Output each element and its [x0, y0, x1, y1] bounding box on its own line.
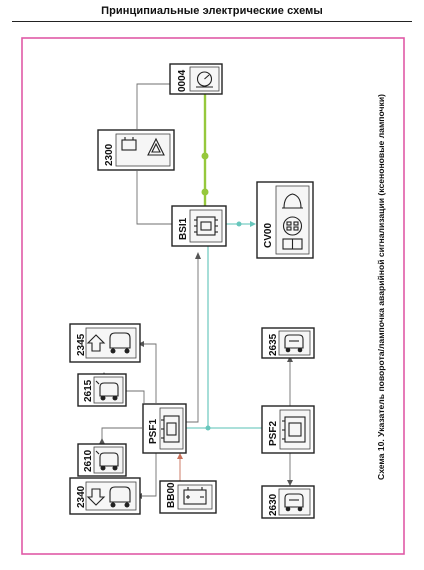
hazard-switch-icon [121, 137, 165, 156]
fuse-box-icon [161, 415, 180, 443]
header-rule [12, 21, 412, 22]
arrow-bsi1-cv00 [250, 221, 256, 227]
label-BB00: BB00 [166, 482, 177, 508]
wire-psf1-2610 [101, 427, 142, 444]
component-CV00: CV00 [256, 181, 314, 259]
component-2635: 2635 [261, 327, 315, 359]
arrow-psf1-bsi1 [195, 252, 201, 259]
arrow-2630 [287, 480, 293, 486]
component-0004: 0004 [169, 63, 223, 95]
wire-psf1-2340 [142, 453, 157, 497]
label-PSF2: PSF2 [268, 421, 279, 446]
component-2340: 2340 [69, 477, 141, 515]
component-2345: 2345 [69, 323, 141, 363]
label-2300: 2300 [104, 143, 115, 166]
component-PSF1: PSF1 [142, 403, 187, 454]
component-2300: 2300 [97, 129, 175, 171]
wire-0004-2300 [136, 83, 180, 129]
side-repeater-icon [95, 450, 119, 471]
label-2630: 2630 [268, 493, 279, 516]
rear-right-lamp-icon [284, 334, 304, 353]
label-2635: 2635 [268, 333, 279, 356]
label-BSI1: BSI1 [178, 217, 189, 240]
component-PSF2: PSF2 [261, 405, 315, 454]
bus-junction-1 [201, 152, 209, 160]
component-2610: 2610 [77, 443, 127, 477]
fuse-box-icon [282, 416, 306, 443]
label-PSF1: PSF1 [148, 419, 159, 444]
instrument-cluster-icon [196, 71, 213, 88]
label-2340: 2340 [76, 485, 87, 508]
wire-2300-bsi1 [136, 171, 186, 225]
component-BSI1: BSI1 [171, 205, 227, 247]
side-repeater-icon [95, 380, 119, 401]
rear-left-lamp-icon [284, 493, 304, 512]
arrow-bb00-psf1 [177, 453, 183, 459]
arrow-2635 [287, 356, 293, 362]
control-unit-icon [194, 216, 218, 236]
wire-psf1-bsi1 [186, 258, 199, 423]
cyan-junction-1 [236, 221, 242, 227]
diagram-frame [21, 37, 405, 555]
label-0004: 0004 [177, 69, 188, 92]
front-left-indicator-icon [86, 486, 131, 508]
label-2610: 2610 [83, 449, 94, 472]
arrow-2610 [99, 438, 105, 444]
label-2615: 2615 [83, 379, 94, 402]
wiring-diagram: Схема 10. Указатель поворота/лампочка ав… [21, 37, 405, 555]
cyan-junction-2 [205, 425, 211, 431]
label-2345: 2345 [76, 333, 87, 356]
diagram-caption: Схема 10. Указатель поворота/лампочка ав… [376, 94, 386, 480]
battery-icon [183, 487, 207, 505]
arrow-2345 [138, 341, 144, 347]
page-title: Принципиальные электрические схемы [101, 5, 323, 17]
wire-psf1-2345 [144, 343, 157, 403]
component-BB00: BB00 [159, 480, 217, 514]
front-right-indicator-icon [86, 332, 131, 354]
page-header: Принципиальные электрические схемы [0, 0, 424, 26]
label-CV00: CV00 [263, 223, 274, 248]
component-2630: 2630 [261, 485, 315, 519]
bus-junction-2 [201, 188, 209, 196]
component-2615: 2615 [77, 373, 127, 407]
steering-column-switch-icon [282, 193, 303, 250]
